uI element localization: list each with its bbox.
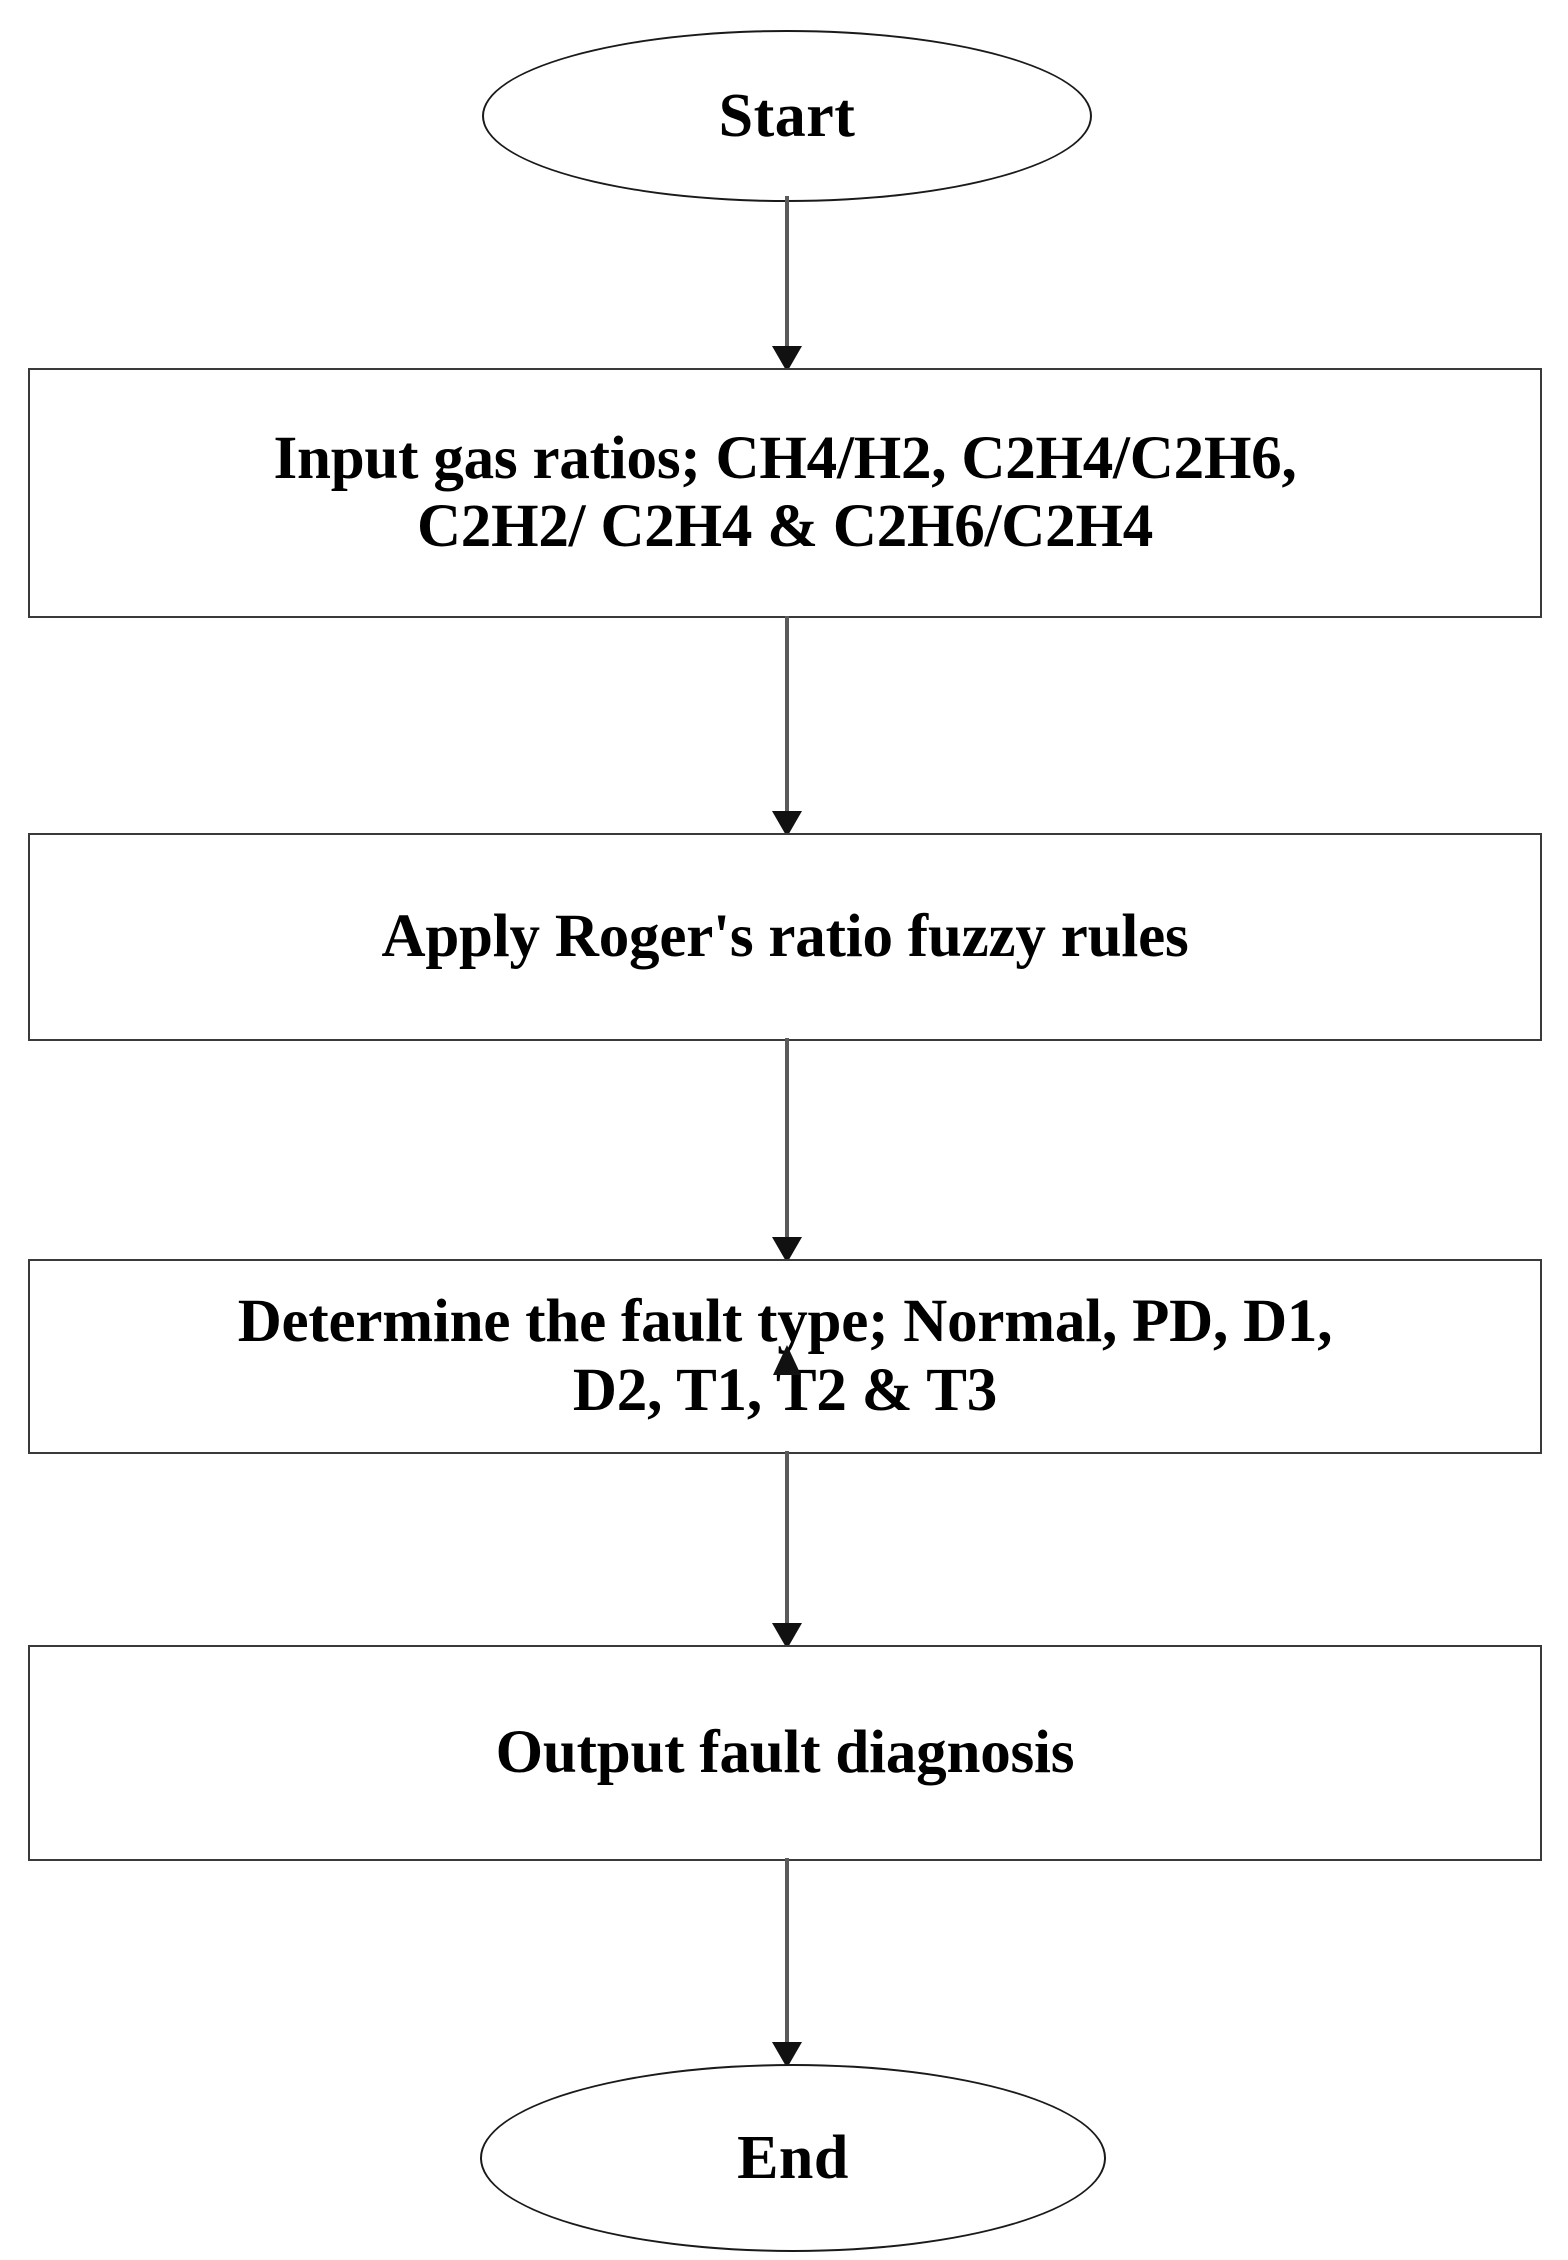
connector-stem — [785, 616, 789, 811]
arrowhead-down-icon — [772, 1237, 802, 1263]
connector-stem — [785, 1038, 789, 1237]
stray-arrowhead-icon — [773, 1345, 801, 1375]
arrowhead-down-icon — [772, 1623, 802, 1649]
flowchart-node-start[interactable]: Start — [482, 30, 1092, 202]
node-label-determine-fault-type: Determine the fault type; Normal, PD, D1… — [237, 1288, 1333, 1424]
node-label-apply-fuzzy-rules: Apply Roger's ratio fuzzy rules — [381, 902, 1189, 970]
connector-stem — [785, 1858, 789, 2042]
connector-stem — [785, 1451, 789, 1623]
flowchart-node-output-fault-diagnosis[interactable]: Output fault diagnosis — [28, 1645, 1542, 1861]
flowchart-node-apply-fuzzy-rules[interactable]: Apply Roger's ratio fuzzy rules — [28, 833, 1542, 1041]
node-label-output-fault-diagnosis: Output fault diagnosis — [495, 1718, 1075, 1786]
node-label-start: Start — [718, 82, 856, 150]
arrowhead-down-icon — [772, 811, 802, 837]
arrowhead-down-icon — [772, 346, 802, 372]
node-label-input-gas-ratios: Input gas ratios; CH4/H2, C2H4/C2H6, C2H… — [273, 424, 1297, 560]
node-label-end: End — [737, 2124, 849, 2192]
flowchart-node-end[interactable]: End — [480, 2064, 1106, 2252]
connector-stem — [785, 196, 789, 346]
flowchart-node-input-gas-ratios[interactable]: Input gas ratios; CH4/H2, C2H4/C2H6, C2H… — [28, 368, 1542, 618]
